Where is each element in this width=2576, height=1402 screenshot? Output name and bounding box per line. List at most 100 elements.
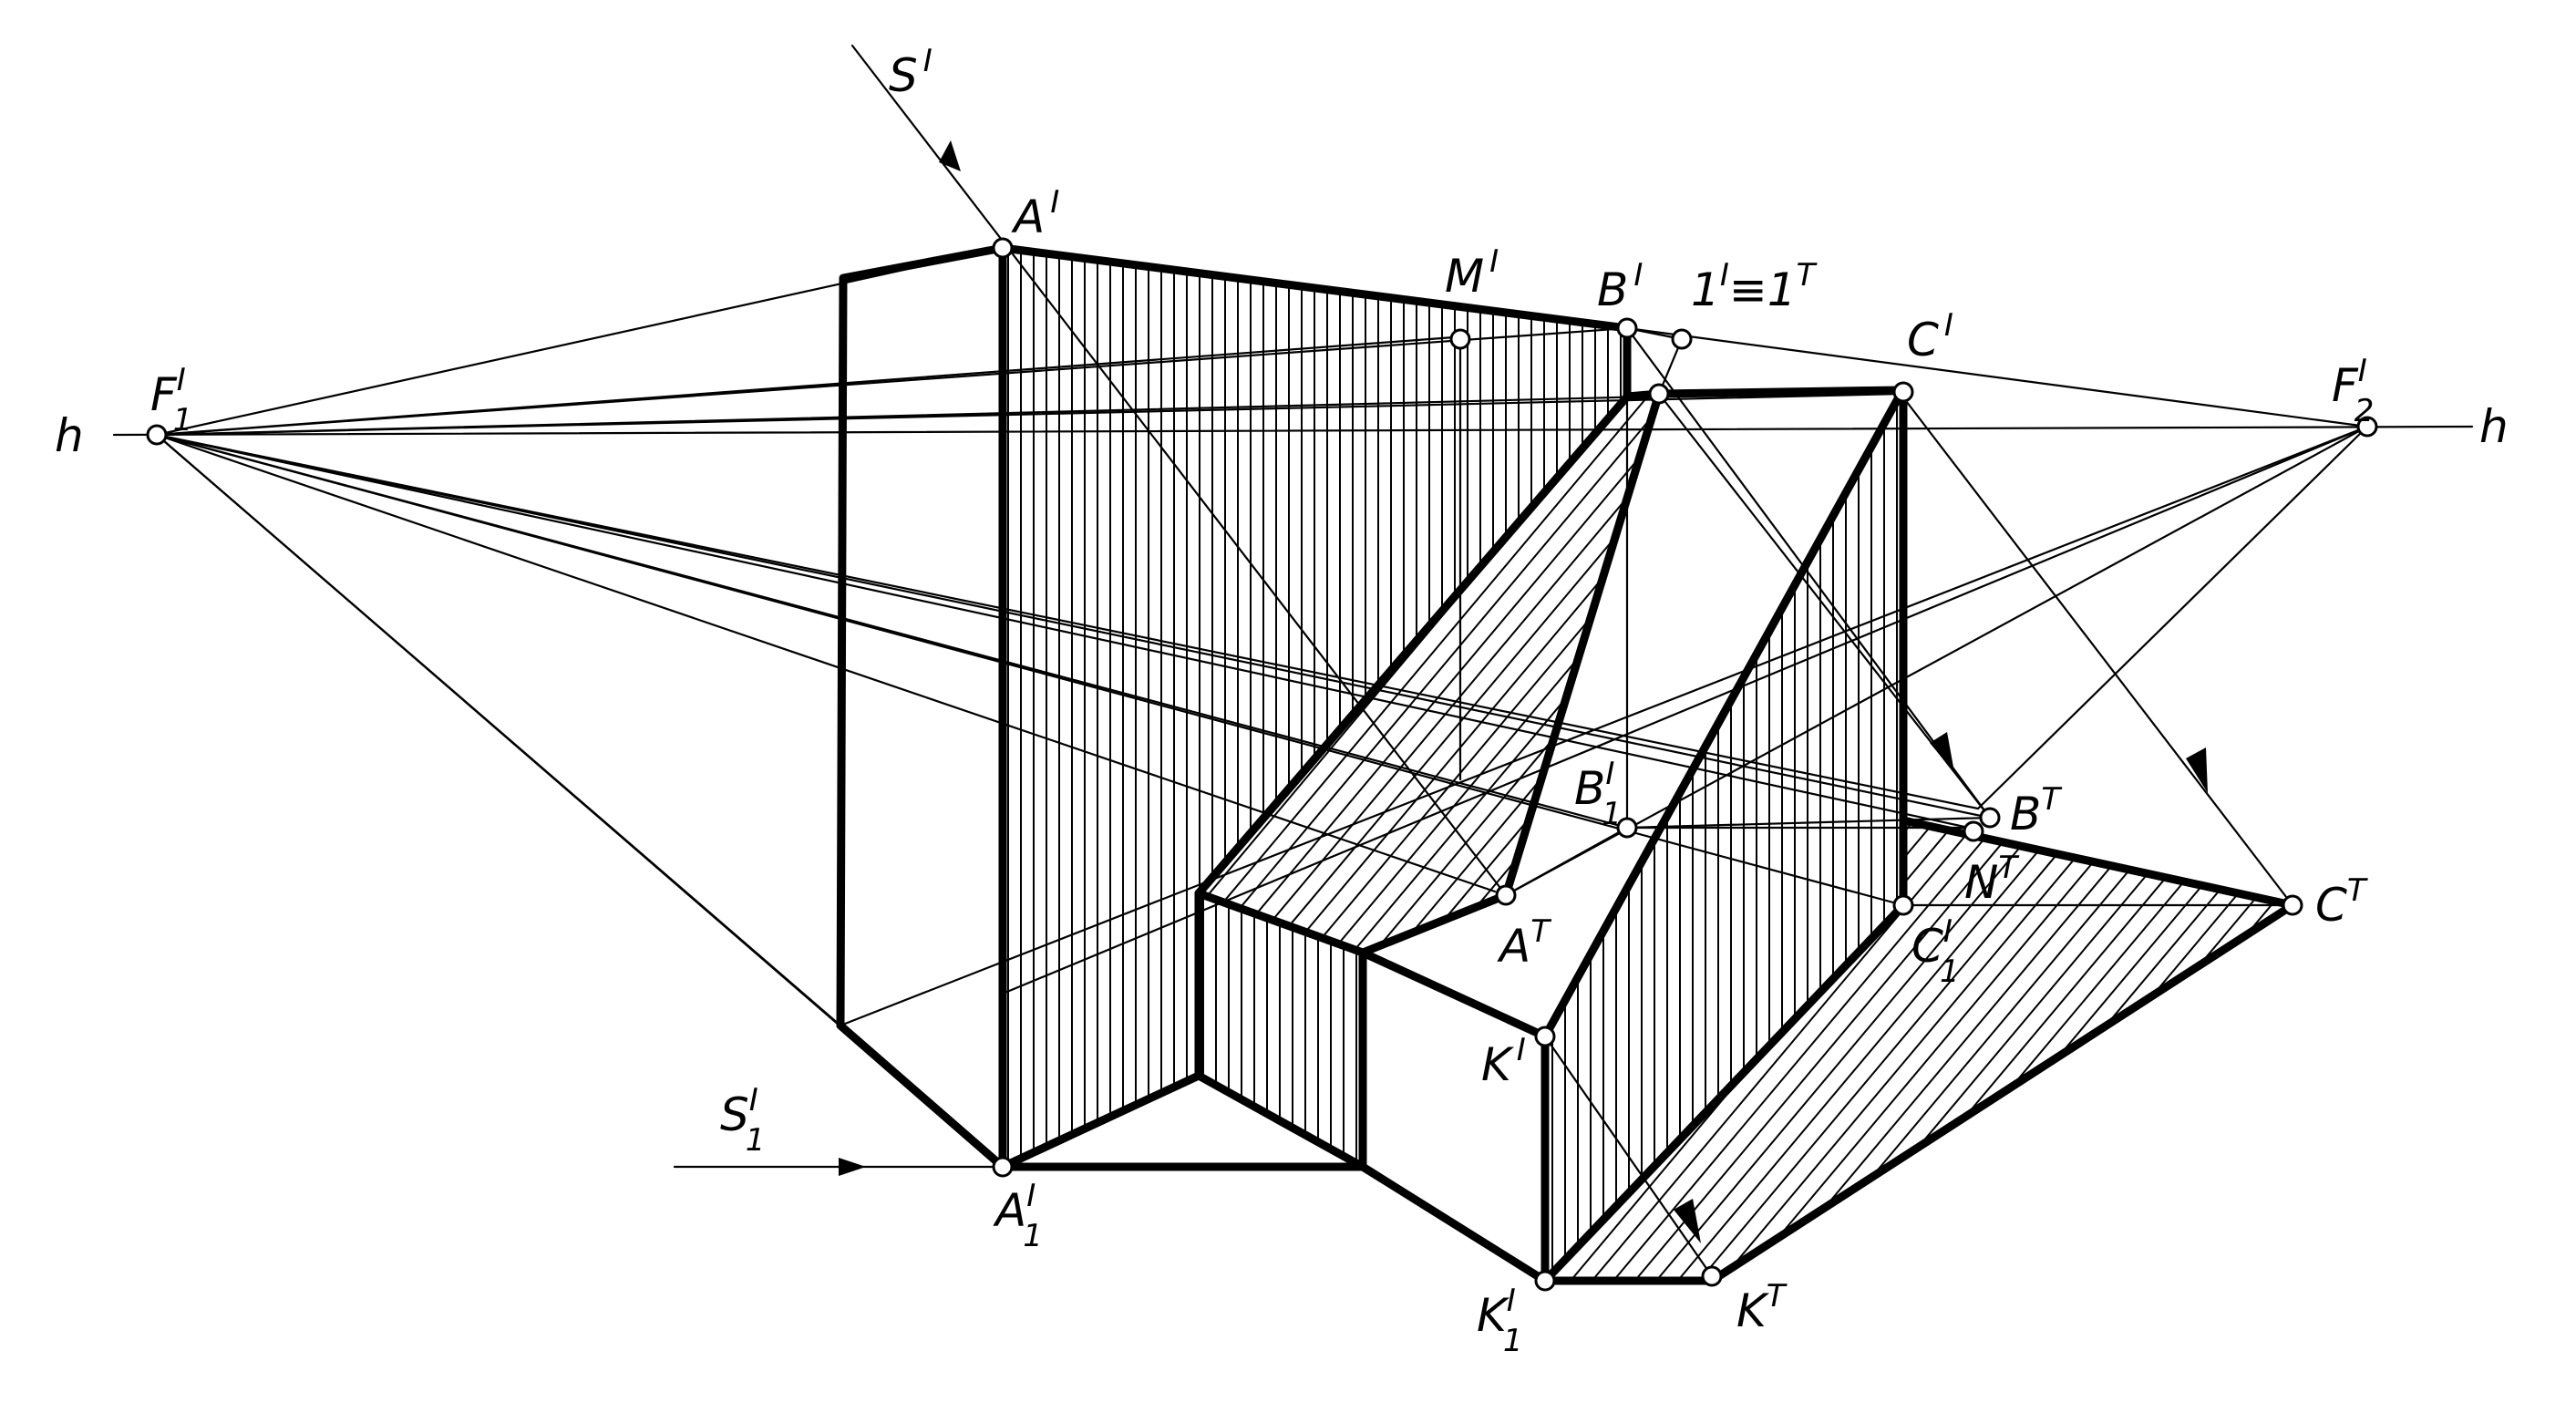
vertical-hatching bbox=[1007, 248, 1898, 1273]
ray-f2-at bbox=[1504, 425, 2369, 897]
points bbox=[146, 237, 2378, 1292]
point-a bbox=[992, 237, 1014, 259]
ray-f1-mid bbox=[155, 433, 1497, 893]
step-at-edge bbox=[1358, 891, 1510, 957]
hatch-sloped-face-line-5 bbox=[1288, 536, 1616, 927]
diagonal-hatching bbox=[1206, 394, 2276, 1282]
point-f1 bbox=[146, 424, 168, 446]
arrow-s bbox=[939, 140, 961, 171]
hatch-shadow-face-line-4 bbox=[1902, 830, 1950, 885]
construction-lines bbox=[112, 44, 2474, 1283]
hatch-shadow-face-line-9 bbox=[1676, 849, 2040, 1282]
label-nt: NT bbox=[1964, 850, 2019, 909]
sloped-face-outline bbox=[1194, 389, 1664, 900]
point-a1 bbox=[992, 1156, 1014, 1178]
c1-k1 bbox=[1540, 901, 1908, 1285]
c-to-k bbox=[1540, 389, 1905, 1041]
hatch-shadow-face-line-6 bbox=[1613, 837, 1986, 1282]
point-bt bbox=[1979, 807, 2001, 829]
ray-f1-a bbox=[155, 246, 1005, 437]
ray-c-ct bbox=[1899, 392, 2294, 907]
ray-f1-c bbox=[155, 392, 1902, 437]
point-c bbox=[1892, 381, 1914, 403]
point-at bbox=[1495, 884, 1517, 906]
hatch-sloped-face-line-4 bbox=[1272, 496, 1629, 921]
ray-f1-bt-a bbox=[155, 433, 1992, 820]
point-f2 bbox=[2356, 416, 2378, 438]
ray-f1-b bbox=[155, 326, 1629, 437]
arrow-k bbox=[1674, 1199, 1701, 1243]
line-at-b1 bbox=[1504, 826, 1629, 897]
hatch-shadow-face-line-7 bbox=[1633, 841, 2004, 1282]
point-b bbox=[1616, 317, 1638, 339]
point-ct bbox=[2282, 894, 2303, 916]
arrow-s1 bbox=[839, 1158, 866, 1176]
ray-k-kt bbox=[1543, 1035, 1714, 1278]
hatch-shadow-face-line-2 bbox=[1902, 825, 1932, 860]
light-ray-s bbox=[850, 44, 1508, 897]
hatch-shadow-face-line-18 bbox=[2057, 884, 2203, 1057]
step-outline bbox=[1194, 889, 1550, 1285]
point-k bbox=[1534, 1026, 1556, 1047]
point-kt bbox=[1701, 1265, 1723, 1287]
hatch-shadow-face-line-11 bbox=[1729, 857, 2076, 1270]
ray-f2-low1 bbox=[839, 425, 2369, 1027]
hatch-shadow-face-line-8 bbox=[1655, 845, 2022, 1282]
hatch-sloped-face-line-1 bbox=[1222, 394, 1651, 903]
point-k1 bbox=[1534, 1270, 1556, 1292]
left-block-outline bbox=[836, 243, 1007, 1171]
horizon-line bbox=[112, 425, 2474, 437]
hatch-shadow-face-line-12 bbox=[1777, 861, 2095, 1240]
line-b1-c1 bbox=[1625, 816, 1992, 830]
hatch-sloped-face-line-2 bbox=[1239, 416, 1653, 909]
hatch-shadow-face-line-14 bbox=[1870, 869, 2131, 1179]
ray-f2-bt bbox=[1976, 425, 2369, 810]
ray-b-bt bbox=[1625, 326, 1992, 820]
hatch-sloped-face-line-10 bbox=[1378, 737, 1555, 947]
top-ridge bbox=[1654, 386, 1905, 398]
hatch-shadow-face-line-15 bbox=[1917, 872, 2148, 1149]
ray-f1-nt bbox=[155, 433, 1971, 830]
label-1: 1I≡1T bbox=[1691, 257, 1818, 316]
arrow-b bbox=[1930, 732, 1954, 772]
hatch-sloped-face-line-9 bbox=[1354, 697, 1567, 951]
label-at: AT bbox=[1497, 913, 1551, 973]
hatch-shadow-face-line-10 bbox=[1698, 853, 2058, 1282]
hatch-sloped-face-line-11 bbox=[1411, 778, 1542, 934]
label-h-left: h bbox=[55, 409, 84, 462]
point-m bbox=[1449, 328, 1471, 350]
point-c1 bbox=[1892, 894, 1914, 916]
point-1 bbox=[1671, 328, 1693, 350]
hatch-shadow-face-line-16 bbox=[1963, 877, 2167, 1119]
hatch-sloped-face-line-8 bbox=[1337, 656, 1580, 945]
point-top-mid bbox=[1648, 383, 1670, 405]
kt-ct bbox=[1707, 901, 2297, 1285]
ray-f1-bt-b bbox=[155, 433, 1980, 810]
hatch-shadow-face-line-13 bbox=[1823, 865, 2113, 1209]
point-b1 bbox=[1616, 817, 1638, 839]
hatch-shadow-face-line-20 bbox=[2151, 892, 2240, 997]
object-outlines bbox=[836, 243, 2297, 1285]
hatch-sloped-face-line-7 bbox=[1321, 616, 1592, 939]
label-bt: BT bbox=[2010, 781, 2062, 840]
hatch-shadow-face-line-17 bbox=[2011, 881, 2185, 1088]
label-h-right: h bbox=[2479, 400, 2509, 453]
label-kt: KT bbox=[1736, 1278, 1788, 1337]
ray-f2-low2 bbox=[1001, 425, 2369, 995]
hatch-sloped-face-line-6 bbox=[1304, 576, 1604, 933]
